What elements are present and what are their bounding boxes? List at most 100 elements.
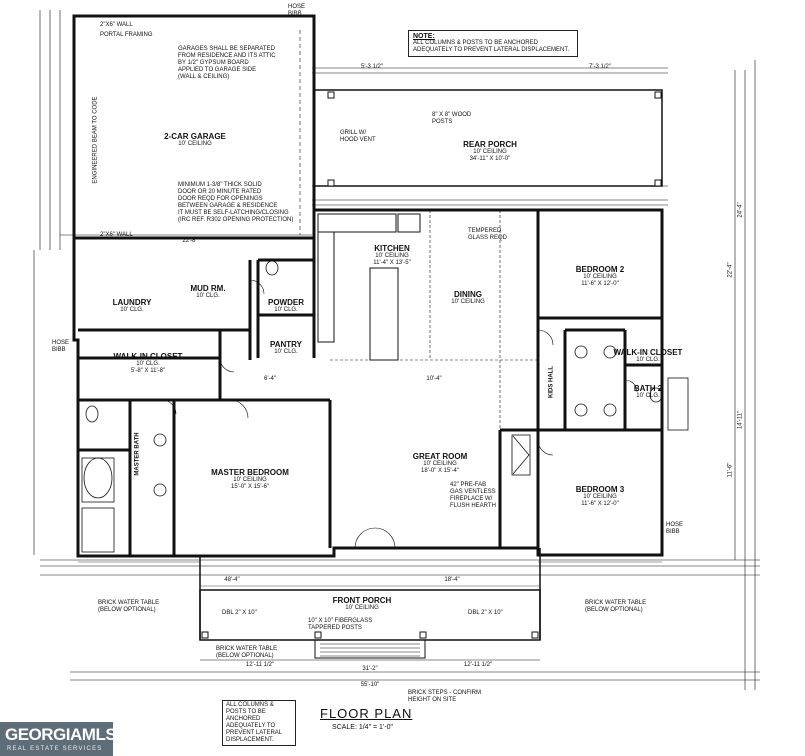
room-mud-name: MUD RM. [190,284,226,293]
room-walk-in-closet-size: 5'-8" X 11'-8" [130,368,166,374]
note-fireplace-2: GAS VENTLESS [450,489,496,495]
room-dining-ceiling: 10' CEILING [451,299,485,305]
room-mud: MUD RM. 10' CLG. [190,284,225,300]
note-garage-sep-5: (WALL & CEILING) [178,74,230,80]
dim-side-b: 14'-11" [738,411,745,429]
note-brick-left: BRICK WATER TABLE (BELOW OPTIONAL) [98,600,159,614]
room-garage-ceiling: 10' CEILING [178,141,212,147]
dim-overall-bottom-text: 55'-10" [360,682,380,688]
anchor-note-line-2: ADEQUATELY TO PREVENT LATERAL DISPLACEME… [413,47,570,53]
room-laundry: LAUNDRY 10' CLG. [113,298,152,314]
room-master-bath-name: MASTER BATH [134,432,141,476]
note-brick-steps-2: HEIGHT ON SITE [408,697,457,703]
dim-great-width: 18'-4" [444,577,459,584]
dim-porch-right: 12'-11 1/2" [464,662,492,669]
room-master-bath: MASTER BATH [135,432,142,475]
room-garage-name: 2-CAR GARAGE [164,132,226,141]
note-tempered: TEMPERED GLASS REQD [468,228,507,242]
dim-great-width-text: 18'-4" [444,577,460,583]
note-fiberglass-1: 10" X 10" FIBERGLASS [308,618,373,624]
note-dbl-left-text: DBL 2" X 10" [222,610,257,616]
room-garage: 2-CAR GARAGE 10' CEILING [164,132,226,148]
note-garage-door-1: MINIMUM 1-3/8" THICK SOLID [178,182,262,188]
anchor-note-heading: NOTE: [413,33,435,40]
room-mud-ceiling: 10' CLG. [196,293,220,299]
note-brick-mid: BRICK WATER TABLE (BELOW OPTIONAL) [216,646,277,660]
room-rear-porch-ceiling: 10' CEILING [473,149,507,155]
bottom-note-2: POSTS TO BE [226,709,266,715]
dim-porch-right-text: 12'-11 1/2" [463,662,493,668]
note-pony-wall-text: 2"X6" WALL [100,22,133,28]
room-kitchen: KITCHEN 10' CEILING 11'-4" X 13'-5" [373,244,410,267]
note-fiberglass-2: TAPPERED POSTS [308,625,362,631]
note-posts-1: 8" X 8" WOOD [432,112,472,118]
note-garage-sep-4: APPLIED TO GARAGE SIDE [178,67,257,73]
room-master-bedroom: MASTER BEDROOM 10' CEILING 15'-0" X 15'-… [211,468,289,491]
bottom-note-4: ADEQUATELY TO [226,723,276,729]
note-garage-door: MINIMUM 1-3/8" THICK SOLID DOOR OR 20 MI… [178,182,293,224]
room-master-bedroom-ceiling: 10' CEILING [233,477,267,483]
room-front-porch-name: FRONT PORCH [332,596,392,605]
room-great-room: GREAT ROOM 10' CEILING 18'-0" X 15'-4" [413,452,468,475]
room-dining-name: DINING [454,290,482,299]
dim-side-c-text: 11'-6" [727,462,734,478]
note-hose-bibb-top: HOSE BIBB [288,4,306,18]
front-porch-outline [199,548,541,659]
room-kids-hall: KIDS HALL [549,366,556,398]
note-brick-right: BRICK WATER TABLE (BELOW OPTIONAL) [585,600,646,614]
note-engineered-beam-text: ENGINEERED BEAM TO CODE [92,96,99,184]
room-powder-ceiling: 10' CLG. [274,307,298,313]
note-hose-bibb-left: HOSE BIBB [52,340,69,354]
note-tempered-1: TEMPERED [468,228,502,234]
note-brick-mid-1: BRICK WATER TABLE [216,646,278,652]
note-grill: GRILL W/ HOOD VENT [340,130,380,144]
anchor-note-line-1: ALL COLUMNS & POSTS TO BE ANCHORED [413,40,538,46]
dim-garage-width-text: 22'-8" [182,238,198,244]
drawing-scale: SCALE: 1/4" = 1'-0" [332,724,393,731]
note-brick-steps: BRICK STEPS - CONFIRM HEIGHT ON SITE [408,690,481,704]
dim-porch-width: 31'-2" [362,666,377,673]
dim-side-c: 11'-6" [728,463,735,478]
note-posts: 8" X 8" WOOD POSTS [432,112,471,126]
bottom-note-1: ALL COLUMNS & [226,702,274,708]
note-fireplace-1: 42" PRE-FAB [450,482,487,488]
room-kids-hall-name: KIDS HALL [548,366,555,398]
bottom-note-6: DISPLACEMENT. [226,737,274,743]
note-garage-door-3: DOOR REQD FOR OPENINGS [178,196,263,202]
room-walk-in-closet: WALK-IN CLOSET 10' CLG. 5'-8" X 11'-8" [114,352,183,375]
note-hose-bibb-top-text: HOSE BIBB [288,4,306,17]
note-grill-text: GRILL W/ HOOD VENT [340,130,376,143]
note-brick-left-2: (BELOW OPTIONAL) [98,607,156,613]
room-rear-porch-name: REAR PORCH [463,140,517,149]
bottom-note-5: PREVENT LATERAL [226,730,283,736]
dim-mid-b-text: 6'-4" [264,376,276,382]
room-bedroom-3-size: 11'-6" X 12'-0" [581,501,619,507]
kitchen-counters [317,213,421,361]
brick-hatch [78,561,662,587]
room-bedroom-3-name: BEDROOM 3 [575,485,625,494]
anchor-note: NOTE: ALL COLUMNS & POSTS TO BE ANCHORED… [408,30,578,57]
note-garage-separation: GARAGES SHALL BE SEPARATED FROM RESIDENC… [178,46,276,81]
door-swings [161,279,638,549]
room-laundry-name: LAUNDRY [112,298,152,307]
room-front-porch-ceiling: 10' CEILING [345,605,379,611]
bottom-note-3: ANCHORED [226,716,261,722]
dim-top-left: 5'-3 1/2" [361,64,383,71]
note-engineered-beam: ENGINEERED BEAM TO CODE [93,96,100,183]
note-portal-framing-text: PORTAL FRAMING [100,32,153,38]
room-kitchen-ceiling: 10' CEILING [375,253,409,259]
room-bedroom-3-ceiling: 10' CEILING [583,494,617,500]
note-garage-sep-3: BY 1/2" GYPSUM BOARD [178,60,249,66]
dim-top-left-text: 5'-3 1/2" [361,64,383,70]
fixtures [81,260,689,553]
note-tempered-2: GLASS REQD [468,235,508,241]
room-master-bedroom-name: MASTER BEDROOM [211,468,289,477]
room-pantry-ceiling: 10' CLG. [274,349,298,355]
dim-top-right: 7'-3 1/2" [589,64,611,71]
note-garage-sep-2: FROM RESIDENCE AND ITS ATTIC [178,53,276,59]
note-brick-right-2: (BELOW OPTIONAL) [585,607,643,613]
posts [201,91,662,639]
dim-overall-bottom: 55'-10" [361,682,380,689]
portal-framing [73,30,301,235]
